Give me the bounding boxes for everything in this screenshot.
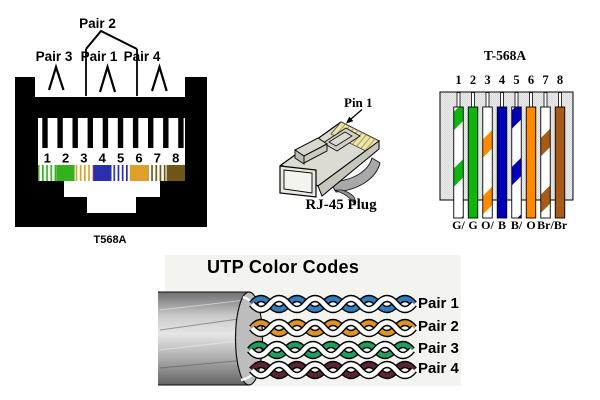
jack-pin-5: 5 — [117, 151, 124, 166]
jack-pin-1: 1 — [44, 151, 51, 166]
jack-pin-separators — [42, 118, 184, 148]
chart-pin-8: 8 — [557, 73, 563, 87]
chart-title: T-568A — [484, 48, 527, 63]
pair4-label: Pair 4 — [124, 49, 161, 64]
jack-wire-4-blue — [93, 165, 112, 181]
pair1-chevron-icon — [98, 63, 117, 93]
utp-cable-illustration — [158, 291, 417, 386]
chart-wire-5-blue-stripe — [511, 106, 522, 219]
jack-slot-step2 — [87, 197, 136, 213]
chart-pin-4: 4 — [499, 73, 506, 87]
cable-jacket-texture — [159, 299, 247, 369]
jack-wire-6-orange — [129, 165, 149, 181]
chart-label-4: B — [498, 218, 506, 232]
chart-wire-2-green — [467, 106, 479, 219]
rj45-jack-diagram: Pair 2 Pair 3 Pair 1 Pair 4 1 2 3 4 5 6 … — [15, 16, 207, 246]
rj45-plug-illustration: Pin 1 RJ-45 Plug — [279, 95, 381, 213]
utp-title: UTP Color Codes — [207, 257, 360, 277]
jack-pin-3: 3 — [80, 151, 87, 166]
jack-pin-2: 2 — [62, 151, 69, 166]
plug-front-opening — [283, 169, 313, 194]
chart-pin-5: 5 — [513, 73, 519, 87]
pair2-bracket — [85, 29, 138, 96]
jack-wire-8-brown — [166, 165, 185, 181]
pair4-chevron-icon — [150, 63, 168, 92]
chart-wire-1-green-stripe — [453, 106, 464, 219]
jack-pin-4: 4 — [99, 151, 107, 166]
chart-wire-8-brown — [554, 106, 566, 219]
chart-wire-4-blue — [496, 106, 508, 219]
utp-pair3-label: Pair 3 — [418, 340, 459, 357]
cable-jacket — [158, 291, 249, 386]
jack-slot-step1 — [64, 181, 160, 197]
pair1-label: Pair 1 — [81, 49, 118, 64]
pair2-label: Pair 2 — [79, 16, 116, 31]
jack-caption: T568A — [93, 234, 126, 246]
chart-label-1: G/ — [452, 218, 465, 232]
utp-pair2-label: Pair 2 — [418, 317, 459, 335]
chart-wire-3-orange-stripe — [482, 106, 493, 219]
chart-wire-6-orange — [525, 106, 537, 219]
pair3-label: Pair 3 — [36, 49, 73, 64]
plug-cable-stub — [329, 157, 381, 207]
jack-wire-7-brown-stripe — [148, 165, 167, 181]
jack-color-strip — [38, 165, 185, 181]
chart-pin-3: 3 — [484, 73, 490, 87]
jack-pin-6: 6 — [135, 151, 142, 166]
chart-wire-labels: G/ G O/ B B/ O Br/ Br — [452, 218, 568, 232]
jack-pin-8: 8 — [172, 151, 179, 166]
chart-label-5: B/ — [511, 218, 523, 232]
pair3-chevron-icon — [47, 63, 65, 91]
chart-pin-numbers: 1 2 3 4 5 6 7 8 — [455, 73, 563, 87]
chart-label-3: O/ — [481, 218, 494, 232]
chart-label-8: Br — [554, 218, 568, 232]
twisted-pair-4 — [249, 360, 417, 380]
jack-pin-7: 7 — [154, 151, 161, 166]
pin1-arrow-icon — [346, 109, 363, 124]
chart-label-2: G — [468, 218, 477, 232]
twisted-pair-3 — [247, 340, 415, 360]
cable-end-cap — [234, 291, 264, 386]
chart-pin-6: 6 — [528, 73, 534, 87]
jack-wire-2-green — [56, 165, 75, 181]
pin1-label: Pin 1 — [344, 95, 373, 110]
twisted-pair-1 — [249, 294, 417, 314]
chart-wire-7-brown-stripe — [540, 106, 551, 219]
chart-pin-2: 2 — [470, 73, 476, 87]
chart-wires — [453, 106, 566, 219]
t568a-color-chart: T-568A 1 2 3 4 5 6 7 8 — [439, 48, 574, 232]
plug-side-face — [317, 140, 380, 197]
utp-pair1-label: Pair 1 — [418, 295, 459, 312]
plug-latch-window — [322, 127, 361, 152]
jack-wire-3-orange-stripe — [74, 165, 94, 181]
twisted-pair-2 — [249, 318, 417, 338]
chart-pin-7: 7 — [542, 73, 548, 87]
jack-pin-numbers: 1 2 3 4 5 6 7 8 — [44, 151, 180, 166]
chart-label-6: O — [526, 218, 535, 232]
jack-wire-1-green-stripe — [38, 165, 57, 181]
utp-pair4-label: Pair 4 — [418, 360, 459, 377]
jack-wire-5-blue-stripe — [111, 165, 130, 181]
plug-latch-ridge — [294, 137, 328, 165]
pair-chevrons — [47, 63, 168, 93]
chart-pin-1: 1 — [455, 73, 461, 87]
plug-caption: RJ-45 Plug — [305, 197, 377, 213]
chart-label-7: Br/ — [537, 218, 554, 232]
